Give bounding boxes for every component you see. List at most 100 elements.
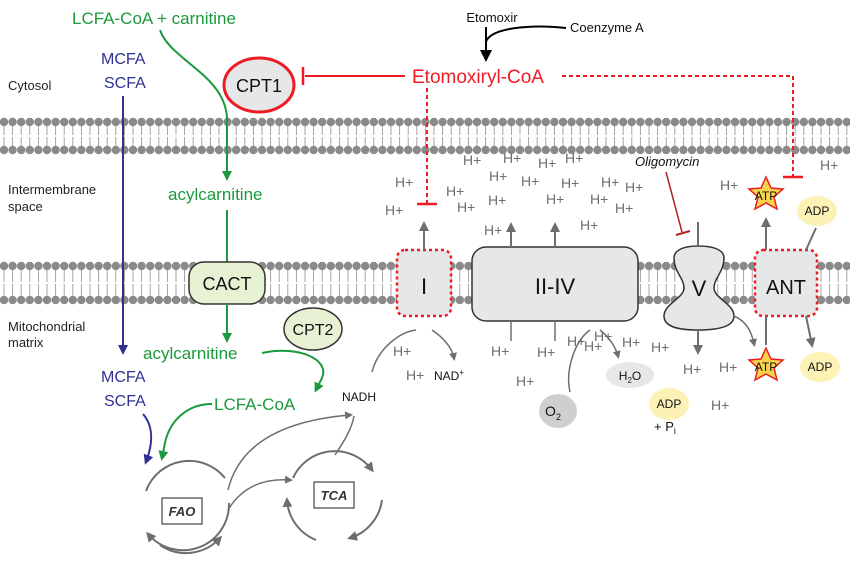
- ant-adp-import-arrow: [805, 315, 816, 348]
- intermembrane-label-line1: Intermembrane: [8, 182, 96, 197]
- proton-label: H+: [491, 343, 509, 359]
- proton-label: H+: [488, 192, 506, 208]
- proton-label: H+: [457, 199, 475, 215]
- adp-pi-label: ADP: [657, 397, 682, 411]
- proton-label: H+: [580, 217, 598, 233]
- matrix-label-line1: Mitochondrial: [8, 319, 85, 334]
- etomoxiryl-coa-label: Etomoxiryl-CoA: [412, 67, 544, 88]
- cpt2-label: CPT2: [293, 322, 334, 339]
- proton-label: H+: [711, 397, 729, 413]
- etomoxir-label: Etomoxir: [466, 10, 518, 25]
- adp-pi-oval: [649, 388, 689, 420]
- cytosol-label: Cytosol: [8, 78, 51, 93]
- lcfa-to-acylcarnitine-arrow: [159, 29, 232, 181]
- proton-label: H+: [601, 174, 619, 190]
- proton-label: H+: [489, 168, 507, 184]
- acylcarnitine-matrix-label: acylcarnitine: [143, 344, 238, 363]
- proton-label: H+: [516, 373, 534, 389]
- pi-label: + Pi: [654, 419, 676, 436]
- proton-label: H+: [720, 177, 738, 193]
- cpt2-conversion-arrow: [261, 349, 325, 393]
- tca-box: [313, 481, 355, 509]
- nadh-to-complex-i-line: [371, 329, 417, 373]
- proton-label: H+: [503, 150, 521, 166]
- proton-label: H+: [561, 175, 579, 191]
- atp-star-matrix: [747, 346, 785, 382]
- proton-label: H+: [622, 334, 640, 350]
- coenzyme-a-label: Coenzyme A: [570, 20, 644, 35]
- oligomycin-inhibition-bar: [675, 230, 691, 236]
- proton-label: H+: [446, 183, 464, 199]
- ant-transporter: [753, 248, 819, 318]
- proton-label: H+: [651, 339, 669, 355]
- h2o-oval: [606, 362, 654, 388]
- proton-label: H+: [463, 152, 481, 168]
- ant-inhibition-line: [562, 75, 794, 176]
- proton-label: H+: [567, 333, 585, 349]
- outer-membrane: [0, 117, 850, 155]
- complex-v-label: V: [692, 276, 707, 301]
- proton-label: H+: [594, 328, 612, 344]
- scfa-bottom-label: SCFA: [104, 393, 146, 410]
- proton-label: H+: [683, 361, 701, 377]
- oligomycin-inhibition-line: [665, 171, 683, 233]
- cpt2-enzyme: [283, 307, 343, 351]
- proton-label: H+: [546, 191, 564, 207]
- o2-oval: [539, 394, 577, 428]
- proton-label: H+: [385, 202, 403, 218]
- proton-label: H+: [395, 174, 413, 190]
- tca-cycle: [282, 450, 383, 541]
- nad-label: NAD+: [434, 368, 464, 383]
- complex-v-atp-arrow: [733, 315, 757, 347]
- tca-to-nadh-line: [334, 415, 355, 456]
- proton-label: H+: [537, 344, 555, 360]
- fao-box: [161, 497, 203, 525]
- mcfa-to-fao-arrow: [142, 413, 154, 465]
- fao-to-tca-arrow: [227, 475, 293, 511]
- h2o-label: H2O: [619, 369, 641, 385]
- proton-label: H+: [393, 343, 411, 359]
- o2-to-complex-line: [568, 329, 591, 393]
- nadh-label: NADH: [342, 390, 376, 404]
- complex-i-to-nad-arrow: [431, 329, 457, 361]
- proton-label: H+: [484, 222, 502, 238]
- proton-label: H+: [565, 150, 583, 166]
- complex-to-h2o-arrow: [599, 329, 621, 359]
- proton-label: H+: [538, 155, 556, 171]
- ant-adp-stalk: [805, 227, 817, 251]
- protons-intermembrane: H+H+H+H+H+H+H+H+H+H+H+H+H+H+H+H+H+H+H+H+…: [385, 150, 838, 238]
- fao-cycle: [145, 459, 231, 555]
- proton-label: H+: [615, 200, 633, 216]
- fao-label: FAO: [169, 504, 196, 519]
- scfa-top-label: SCFA: [104, 75, 146, 92]
- adp-ims-label: ADP: [805, 204, 830, 218]
- atp-ims-label: ATP: [755, 189, 777, 203]
- matrix-label-line2: matrix: [8, 335, 44, 350]
- proton-label: H+: [521, 173, 539, 189]
- adp-matrix-label: ADP: [808, 360, 833, 374]
- proton-label: H+: [625, 179, 643, 195]
- lcfa-coa-to-fao-arrow: [158, 403, 213, 461]
- cact-label: CACT: [203, 274, 252, 294]
- proton-label: H+: [590, 191, 608, 207]
- proton-label: H+: [584, 338, 602, 354]
- proton-label: H+: [719, 359, 737, 375]
- oligomycin-label: Oligomycin: [635, 154, 699, 169]
- ant-label: ANT: [766, 277, 806, 299]
- complex-i-label: I: [421, 274, 427, 299]
- cpt1-enzyme: [222, 56, 296, 114]
- adp-matrix-oval: [800, 352, 840, 382]
- atp-star-ims: [747, 175, 785, 211]
- tca-label: TCA: [321, 488, 348, 503]
- acylcarnitine-ims-label: acylcarnitine: [168, 185, 263, 204]
- protons-matrix: H+H+H+H+H+H+H+H+H+H+H+H+H+: [393, 328, 737, 413]
- mcfa-top-label: MCFA: [101, 51, 146, 68]
- atp-matrix-label: ATP: [755, 360, 777, 374]
- lcfa-coa-label: LCFA-CoA: [214, 395, 296, 414]
- proton-label: H+: [406, 367, 424, 383]
- lcfa-carnitine-label: LCFA-CoA + carnitine: [72, 9, 236, 28]
- o2-label: O2: [545, 403, 561, 422]
- complex-ii-iv-label: II-IV: [535, 274, 576, 299]
- cpt1-label: CPT1: [236, 76, 282, 96]
- adp-ims-oval: [797, 196, 837, 226]
